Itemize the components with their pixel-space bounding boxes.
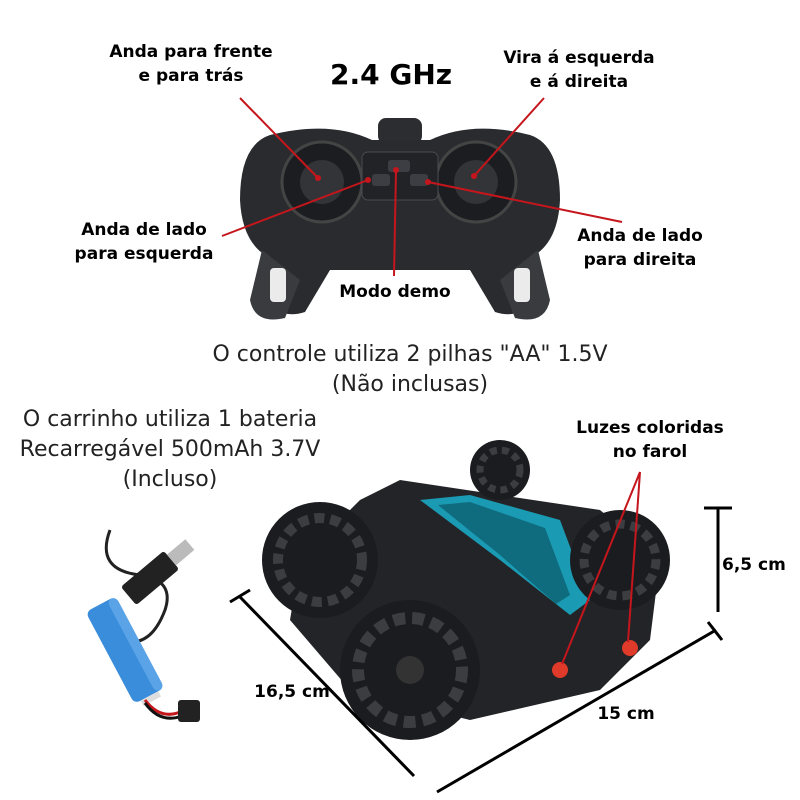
controller-arrows [221, 97, 623, 277]
frequency-label: 2.4 GHz [330, 58, 453, 91]
label-side-right: Anda de lado para direita [552, 224, 728, 272]
label-side-left-line1: Anda de lado [81, 220, 207, 240]
stunt-car-image [262, 440, 670, 740]
dimension-width: 15 cm [597, 704, 655, 724]
controller-battery-line1: O controle utiliza 2 pilhas "AA" 1.5V [212, 342, 608, 367]
car-battery-line3: (Incluso) [122, 467, 218, 492]
controller-battery-line2: (Não inclusas) [331, 372, 489, 397]
label-forward-back: Anda para frente e para trás [96, 40, 286, 88]
battery-image [87, 529, 200, 722]
label-forward-back-line2: e para trás [138, 66, 244, 86]
label-demo: Modo demo [339, 282, 451, 302]
car-battery-line1: O carrinho utiliza 1 bateria [22, 407, 318, 432]
label-lights-line1: Luzes coloridas [576, 418, 724, 438]
label-lights: Luzes coloridas no farol [560, 416, 740, 464]
controller-battery-text: O controle utiliza 2 pilhas "AA" 1.5V (N… [150, 340, 670, 400]
label-lights-line2: no farol [612, 442, 688, 462]
dimension-lines [229, 506, 732, 794]
car-battery-text: O carrinho utiliza 1 bateria Recarregáve… [0, 405, 340, 495]
label-side-left: Anda de lado para esquerda [56, 218, 232, 266]
label-turn-line2: e á direita [529, 72, 629, 92]
label-side-left-line2: para esquerda [74, 244, 214, 264]
label-side-right-line2: para direita [583, 250, 697, 270]
label-forward-back-line1: Anda para frente [109, 42, 273, 62]
label-side-right-line1: Anda de lado [577, 226, 703, 246]
label-turn: Vira á esquerda e á direita [484, 46, 674, 94]
dimension-length: 16,5 cm [254, 682, 330, 702]
car-battery-line2: Recarregável 500mAh 3.7V [19, 437, 321, 462]
label-turn-line1: Vira á esquerda [503, 48, 655, 68]
dimension-height: 6,5 cm [722, 555, 786, 575]
